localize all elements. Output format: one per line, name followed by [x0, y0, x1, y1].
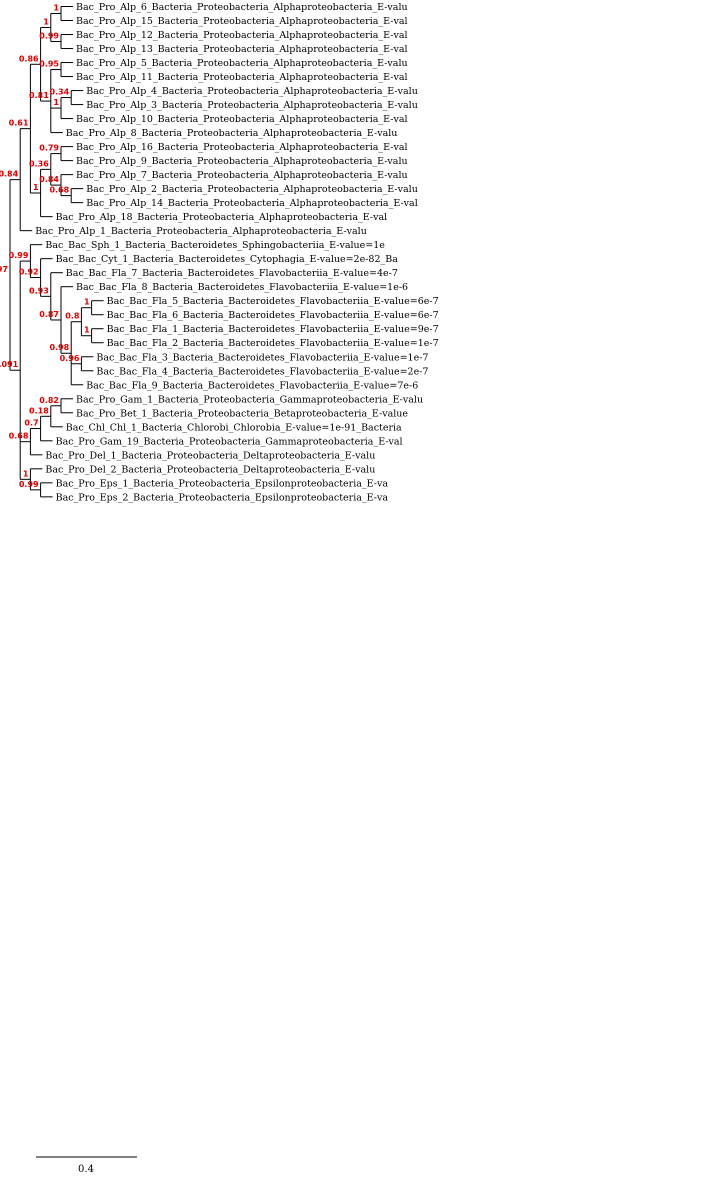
tip-label: Bac_Chl_Chl_1_Bacteria_Chlorobi_Chlorobi… — [66, 422, 402, 433]
tip-label: Bac_Pro_Del_1_Bacteria_Proteobacteria_De… — [45, 450, 375, 461]
tip-label: Bac_Pro_Alp_18_Bacteria_Proteobacteria_A… — [56, 212, 388, 223]
tip-label: Bac_Pro_Alp_10_Bacteria_Proteobacteria_A… — [76, 114, 408, 125]
support-value: 0.091 — [0, 360, 19, 369]
support-values-layer: 10.9910.950.3410.810.860.790.680.840.361… — [0, 4, 90, 489]
support-value: 0.36 — [29, 159, 49, 168]
tip-label: Bac_Pro_Alp_14_Bacteria_Proteobacteria_A… — [86, 198, 418, 209]
tip-label: Bac_Pro_Alp_15_Bacteria_Proteobacteria_A… — [76, 16, 408, 27]
support-value: 1 — [43, 18, 49, 27]
tip-label: Bac_Pro_Gam_1_Bacteria_Proteobacteria_Ga… — [76, 394, 423, 405]
support-value: 0.95 — [39, 60, 59, 69]
support-value: 0.82 — [39, 396, 59, 405]
support-value: 0.81 — [29, 91, 49, 100]
scale-bar: 0.4 — [36, 1156, 137, 1175]
tip-label: Bac_Pro_Eps_1_Bacteria_Proteobacteria_Ep… — [56, 478, 389, 489]
tip-label: Bac_Pro_Bet_1_Bacteria_Proteobacteria_Be… — [76, 408, 408, 419]
support-value: 0.99 — [19, 480, 39, 489]
tip-label: Bac_Pro_Alp_4_Bacteria_Proteobacteria_Al… — [86, 86, 418, 97]
tip-label: Bac_Pro_Alp_16_Bacteria_Proteobacteria_A… — [76, 142, 408, 153]
tip-label: Bac_Pro_Alp_2_Bacteria_Proteobacteria_Al… — [86, 184, 418, 195]
support-value: 0.84 — [0, 170, 19, 179]
tip-label: Bac_Pro_Alp_9_Bacteria_Proteobacteria_Al… — [76, 156, 408, 167]
support-value: 0.8 — [65, 312, 80, 321]
tip-label: Bac_Bac_Fla_1_Bacteria_Bacteroidetes_Fla… — [107, 324, 439, 335]
support-value: 0.7 — [24, 419, 38, 428]
scale-bar-label: 0.4 — [78, 1164, 94, 1175]
tip-label: Bac_Bac_Fla_2_Bacteria_Bacteroidetes_Fla… — [107, 338, 439, 349]
tip-label: Bac_Bac_Sph_1_Bacteria_Bacteroidetes_Sph… — [45, 240, 385, 251]
support-value: 0.84 — [39, 175, 59, 184]
tip-label: Bac_Bac_Fla_7_Bacteria_Bacteroidetes_Fla… — [66, 268, 398, 279]
support-value: 0.61 — [9, 119, 29, 128]
support-value: 1 — [53, 4, 59, 13]
tip-label: Bac_Bac_Fla_4_Bacteria_Bacteroidetes_Fla… — [96, 366, 428, 377]
tip-label: Bac_Bac_Fla_3_Bacteria_Bacteroidetes_Fla… — [96, 352, 428, 363]
tip-label: Bac_Bac_Fla_5_Bacteria_Bacteroidetes_Fla… — [107, 296, 439, 307]
support-value: 0.34 — [49, 88, 69, 97]
tip-labels-layer: Bac_Pro_Alp_6_Bacteria_Proteobacteria_Al… — [35, 2, 438, 503]
tip-label: Bac_Pro_Alp_1_Bacteria_Proteobacteria_Al… — [35, 226, 367, 237]
tip-label: Bac_Pro_Eps_2_Bacteria_Proteobacteria_Ep… — [56, 492, 389, 503]
tip-label: Bac_Pro_Alp_6_Bacteria_Proteobacteria_Al… — [76, 2, 408, 13]
tip-label: Bac_Pro_Alp_13_Bacteria_Proteobacteria_A… — [76, 44, 408, 55]
support-value: 0.68 — [9, 432, 29, 441]
support-value: 0.98 — [49, 343, 69, 352]
tip-label: Bac_Pro_Alp_3_Bacteria_Proteobacteria_Al… — [86, 100, 418, 111]
tip-label: Bac_Pro_Gam_19_Bacteria_Proteobacteria_G… — [56, 436, 403, 447]
tip-label: Bac_Bac_Cyt_1_Bacteria_Bacteroidetes_Cyt… — [56, 254, 399, 265]
support-value: 0.79 — [39, 144, 59, 153]
tip-label: Bac_Pro_Alp_7_Bacteria_Proteobacteria_Al… — [76, 170, 408, 181]
tip-label: Bac_Pro_Alp_5_Bacteria_Proteobacteria_Al… — [76, 58, 408, 69]
branches-layer — [9, 6, 104, 498]
tip-label: Bac_Pro_Alp_12_Bacteria_Proteobacteria_A… — [76, 30, 408, 41]
support-value: 0.96 — [60, 354, 80, 363]
tip-label: Bac_Pro_Alp_8_Bacteria_Proteobacteria_Al… — [66, 128, 398, 139]
support-value: 0.92 — [19, 268, 39, 277]
support-value: 0.68 — [49, 186, 69, 195]
support-value: 0.93 — [29, 286, 49, 295]
support-value: 0.99 — [39, 32, 59, 41]
support-value: 0.86 — [19, 54, 39, 63]
support-value: 1 — [53, 98, 59, 107]
support-value: 0.18 — [29, 406, 49, 415]
support-value: 0.97 — [0, 265, 8, 274]
tip-label: Bac_Pro_Alp_11_Bacteria_Proteobacteria_A… — [76, 72, 408, 83]
tip-label: Bac_Bac_Fla_9_Bacteria_Bacteroidetes_Fla… — [86, 380, 418, 391]
support-value: 1 — [33, 183, 39, 192]
support-value: 1 — [23, 469, 29, 478]
support-value: 0.99 — [9, 251, 29, 260]
support-value: 0.87 — [39, 310, 59, 319]
tip-label: Bac_Bac_Fla_6_Bacteria_Bacteroidetes_Fla… — [107, 310, 439, 321]
support-value: 1 — [84, 298, 90, 307]
tip-label: Bac_Pro_Del_2_Bacteria_Proteobacteria_De… — [45, 464, 375, 475]
support-value: 1 — [84, 326, 90, 335]
tip-label: Bac_Bac_Fla_8_Bacteria_Bacteroidetes_Fla… — [76, 282, 408, 293]
